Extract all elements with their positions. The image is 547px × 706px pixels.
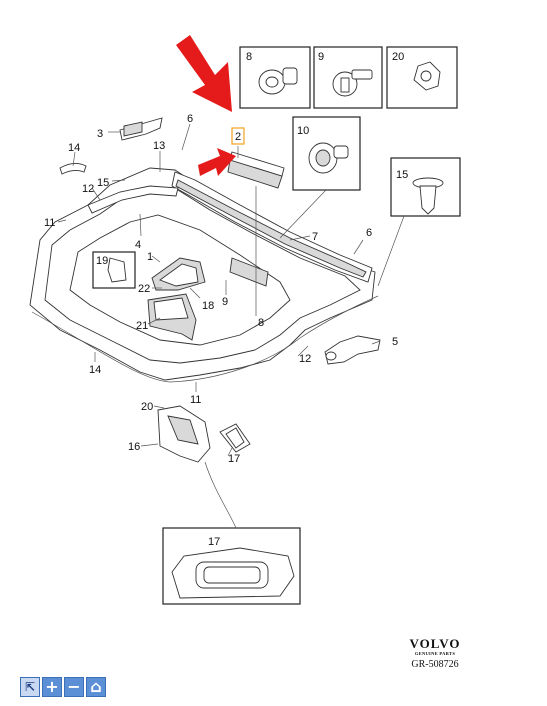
detail-box-17	[162, 461, 301, 605]
detail-box-10	[279, 116, 361, 239]
callout-2: 2	[235, 131, 241, 143]
callout-22: 22	[138, 283, 150, 295]
red-arrow-large	[176, 35, 232, 112]
callout-18: 18	[202, 300, 214, 312]
part-17-seal	[219, 423, 251, 453]
callout-1: 1	[147, 251, 153, 263]
part-14-clip-top	[59, 163, 87, 175]
callout-16: 16	[128, 441, 140, 453]
detail-box-15	[377, 157, 461, 287]
highlighted-part-2	[227, 151, 285, 189]
hood-left-rib	[87, 185, 179, 214]
callout-17-box: 17	[208, 536, 220, 548]
callout-9-box: 9	[318, 51, 324, 63]
callout-12-left: 12	[82, 183, 94, 195]
part-21-panel	[147, 293, 197, 341]
callout-9: 9	[222, 296, 228, 308]
callout-15-box: 15	[396, 169, 408, 181]
callout-11-bottom: 11	[190, 394, 201, 406]
callout-7: 7	[312, 231, 318, 243]
zoom-toolbar: ⇱ + − ⌂	[20, 677, 106, 697]
callout-20-box: 20	[392, 51, 404, 63]
callout-14-top: 14	[68, 142, 80, 154]
highlight-box	[231, 127, 245, 145]
volvo-brand: VOLVO GENUINE PARTS GR-508726	[396, 636, 474, 670]
callout-12-right: 12	[299, 353, 311, 365]
zoom-in-button[interactable]: +	[42, 677, 62, 697]
callout-17: 17	[228, 453, 240, 465]
callout-14-bottom: 14	[89, 364, 101, 376]
part-1-panel	[151, 257, 206, 291]
home-button[interactable]: ⌂	[86, 677, 106, 697]
callout-5: 5	[392, 336, 398, 348]
callout-21: 21	[136, 320, 148, 332]
genuine-parts-label: GENUINE PARTS	[414, 651, 456, 656]
callout-11-left: 11	[44, 217, 55, 229]
volvo-logo: VOLVO	[409, 636, 461, 651]
callout-8: 8	[258, 317, 264, 329]
detail-box-9	[313, 46, 383, 109]
callout-labels: 8 9 20 10 15 3 6 2 14 13 15 12 11 7 6 4 …	[44, 51, 408, 548]
callout-10: 10	[297, 125, 309, 137]
detail-box-8	[239, 46, 311, 109]
zoom-out-button[interactable]: −	[64, 677, 84, 697]
callout-8-box: 8	[246, 51, 252, 63]
red-arrow-small	[198, 148, 236, 176]
cowl-panel	[171, 171, 373, 283]
diagram-code: GR-508726	[411, 659, 459, 670]
part-3-bracket	[119, 117, 163, 141]
callout-20: 20	[141, 401, 153, 413]
callout-3: 3	[97, 128, 103, 140]
callout-6-top: 6	[187, 113, 193, 125]
pointer-icon[interactable]: ⇱	[20, 677, 40, 697]
callout-6-right: 6	[366, 227, 372, 239]
part-16-bracket	[157, 405, 211, 463]
callout-13: 13	[153, 140, 165, 152]
part-19-box	[92, 251, 136, 289]
detail-box-20	[386, 46, 458, 109]
callout-15: 15	[97, 177, 109, 189]
callout-4: 4	[135, 239, 141, 251]
part-5-bracket	[324, 335, 381, 365]
leader-lines	[57, 123, 381, 457]
callout-19: 19	[96, 255, 108, 267]
